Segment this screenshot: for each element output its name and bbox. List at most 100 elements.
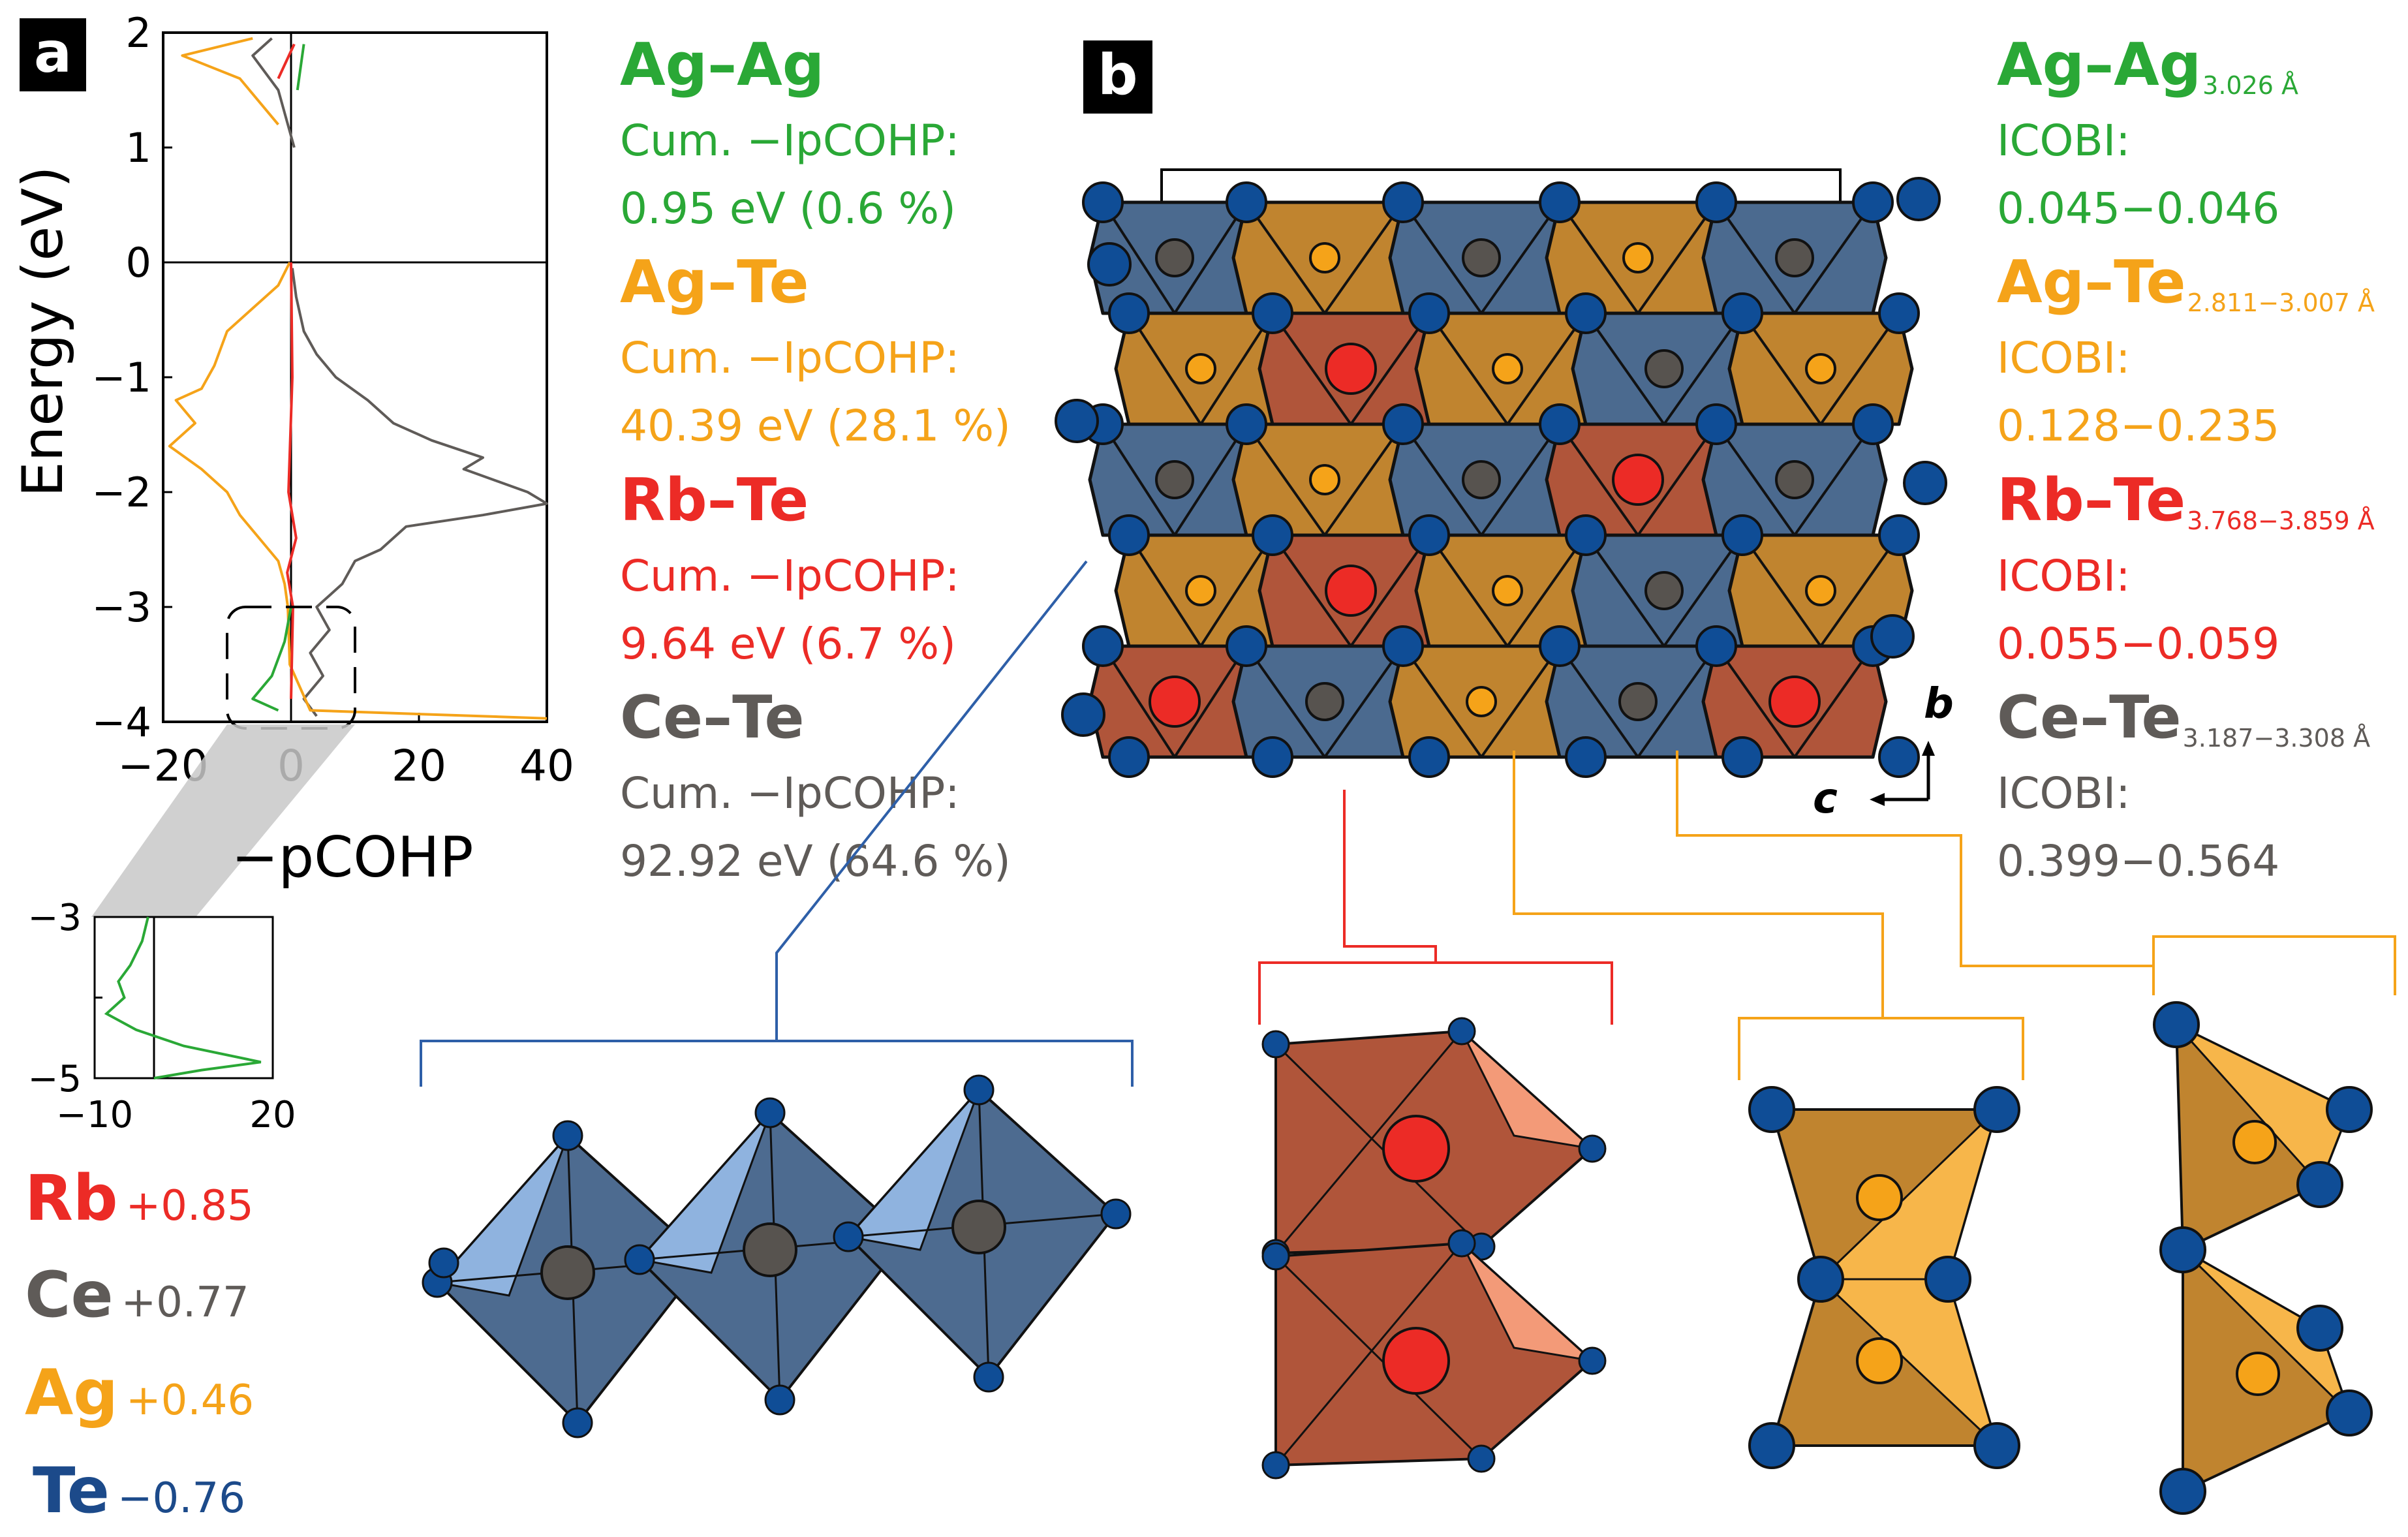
te-atom <box>1382 625 1424 667</box>
icobi-value: 0.399−0.564 <box>1997 836 2280 886</box>
te-atom <box>624 1244 655 1275</box>
te-atom <box>1695 181 1737 223</box>
panel-b-label: b <box>1083 40 1152 114</box>
charge-rb: Rb+0.85 <box>25 1162 254 1235</box>
polyhedron-edge <box>1480 645 1561 758</box>
cohp-block-ce-te: Ce–Te Cum. −IpCOHP: 92.92 eV (64.6 %) <box>620 689 1011 883</box>
te-atom <box>1382 181 1424 223</box>
rb-atom <box>1612 454 1664 506</box>
y-tick-label: −4 <box>92 698 151 746</box>
inset-x-tick-label: −10 <box>56 1094 133 1136</box>
polyhedron-edge <box>1793 645 1874 758</box>
cohp-value: 92.92 eV (64.6 %) <box>620 836 1011 886</box>
te-atom <box>1082 625 1124 667</box>
structure-layer <box>1055 168 1947 778</box>
charge-ce: Ce+0.77 <box>25 1258 249 1331</box>
polyhedron-edge <box>1128 312 1202 426</box>
te-atom <box>1973 1422 2020 1469</box>
ce-atom <box>540 1245 595 1300</box>
polyhedron-edge <box>1741 312 1822 426</box>
bond-distance: 3.187−3.308 Å <box>2182 724 2371 753</box>
inset-y-tick-label: −5 <box>27 1058 82 1100</box>
icobi-block-rb-te: Rb–Te3.768−3.859 Å ICOBI: 0.055−0.059 <box>1997 471 2375 666</box>
polyhedron-edge <box>1558 201 1639 315</box>
element: Rb <box>25 1162 118 1235</box>
polyhedron-edge <box>1506 312 1587 426</box>
x-tick-label: 40 <box>519 741 574 791</box>
y-tick-label: 0 <box>126 239 151 287</box>
polyhedron-edge <box>1128 534 1202 647</box>
polyhedron-edge <box>1350 534 1430 647</box>
te-atom <box>1748 1422 1795 1469</box>
polyhedron-edge <box>1102 645 1176 758</box>
te-atom <box>2296 1161 2343 1208</box>
charge-value: +0.77 <box>121 1279 249 1327</box>
y-tick-label: −1 <box>92 354 151 401</box>
y-tick-label: 1 <box>126 124 151 172</box>
cohp-value: 0.95 eV (0.6 %) <box>620 183 956 234</box>
polyhedron-edge <box>1173 201 1248 315</box>
te-atom <box>1261 1451 1290 1480</box>
te-atom <box>973 1361 1004 1393</box>
te-atom <box>1878 736 1920 778</box>
ag-atom <box>1309 464 1340 495</box>
connector-ag-b <box>1676 751 2153 967</box>
te-atom <box>1055 399 1099 443</box>
te-atom <box>1539 625 1581 667</box>
ag-atom <box>1185 575 1216 606</box>
te-atom <box>1467 1444 1496 1473</box>
ag-atom <box>1185 353 1216 384</box>
ag-atom <box>1492 575 1523 606</box>
ce-atom <box>1462 460 1501 499</box>
inset-y-tick-label: −3 <box>27 897 82 939</box>
te-atom <box>2326 1086 2373 1133</box>
te-atom <box>562 1407 593 1438</box>
te-atom <box>1578 1346 1607 1375</box>
polyhedron-edge <box>1274 1243 1463 1466</box>
ce-atom <box>1775 238 1814 277</box>
polyhedron-edge <box>1245 201 1326 315</box>
polyhedron-edge <box>1323 201 1404 315</box>
te-atom <box>1878 292 1920 334</box>
cohp-value: 40.39 eV (28.1 %) <box>620 401 1011 451</box>
charge-te: Te−0.76 <box>33 1454 245 1527</box>
te-atom <box>764 1384 795 1416</box>
te-atom <box>1382 403 1424 445</box>
ag-atom <box>2232 1120 2277 1164</box>
ag-atom <box>1622 242 1654 273</box>
polyhedron-edge <box>1428 312 1509 426</box>
te-atom <box>1108 514 1150 556</box>
rb-atom <box>1325 343 1377 395</box>
ce-atom <box>1155 238 1194 277</box>
polyhedron-edge <box>1793 201 1874 315</box>
te-atom <box>1100 1198 1132 1230</box>
ce-octahedron-face <box>846 1089 980 1251</box>
bond-distance: 3.026 Å <box>2202 71 2299 100</box>
pair-label: Ce–Te <box>620 683 805 752</box>
te-atom <box>1061 692 1105 737</box>
ce-atom <box>1775 460 1814 499</box>
polyhedron-edge <box>1637 645 1718 758</box>
x-tick-label: 20 <box>392 741 446 791</box>
element: Ag <box>25 1356 119 1429</box>
ag-atom <box>1856 1337 1903 1384</box>
connector-ag-a <box>1513 751 1884 1018</box>
te-atom <box>1082 181 1124 223</box>
icobi-label: ICOBI: <box>1997 333 2131 383</box>
te-atom <box>1903 461 1947 505</box>
te-atom <box>2153 1001 2200 1048</box>
connector-rb <box>1343 790 1437 963</box>
te-atom <box>2326 1390 2373 1436</box>
rb-atom <box>1325 565 1377 617</box>
pair-label: Ag–Ag <box>1997 31 2202 99</box>
inset-series-line <box>104 916 262 1079</box>
te-atom <box>1261 1030 1290 1059</box>
polyhedron-edge <box>1637 423 1718 536</box>
te-atom <box>1108 736 1150 778</box>
te-atom <box>1252 736 1293 778</box>
element: Ce <box>25 1258 114 1331</box>
cohp-value: 9.64 eV (6.7 %) <box>620 619 956 669</box>
polyhedron-edge <box>1102 423 1176 536</box>
polyhedron-edge <box>1663 312 1744 426</box>
